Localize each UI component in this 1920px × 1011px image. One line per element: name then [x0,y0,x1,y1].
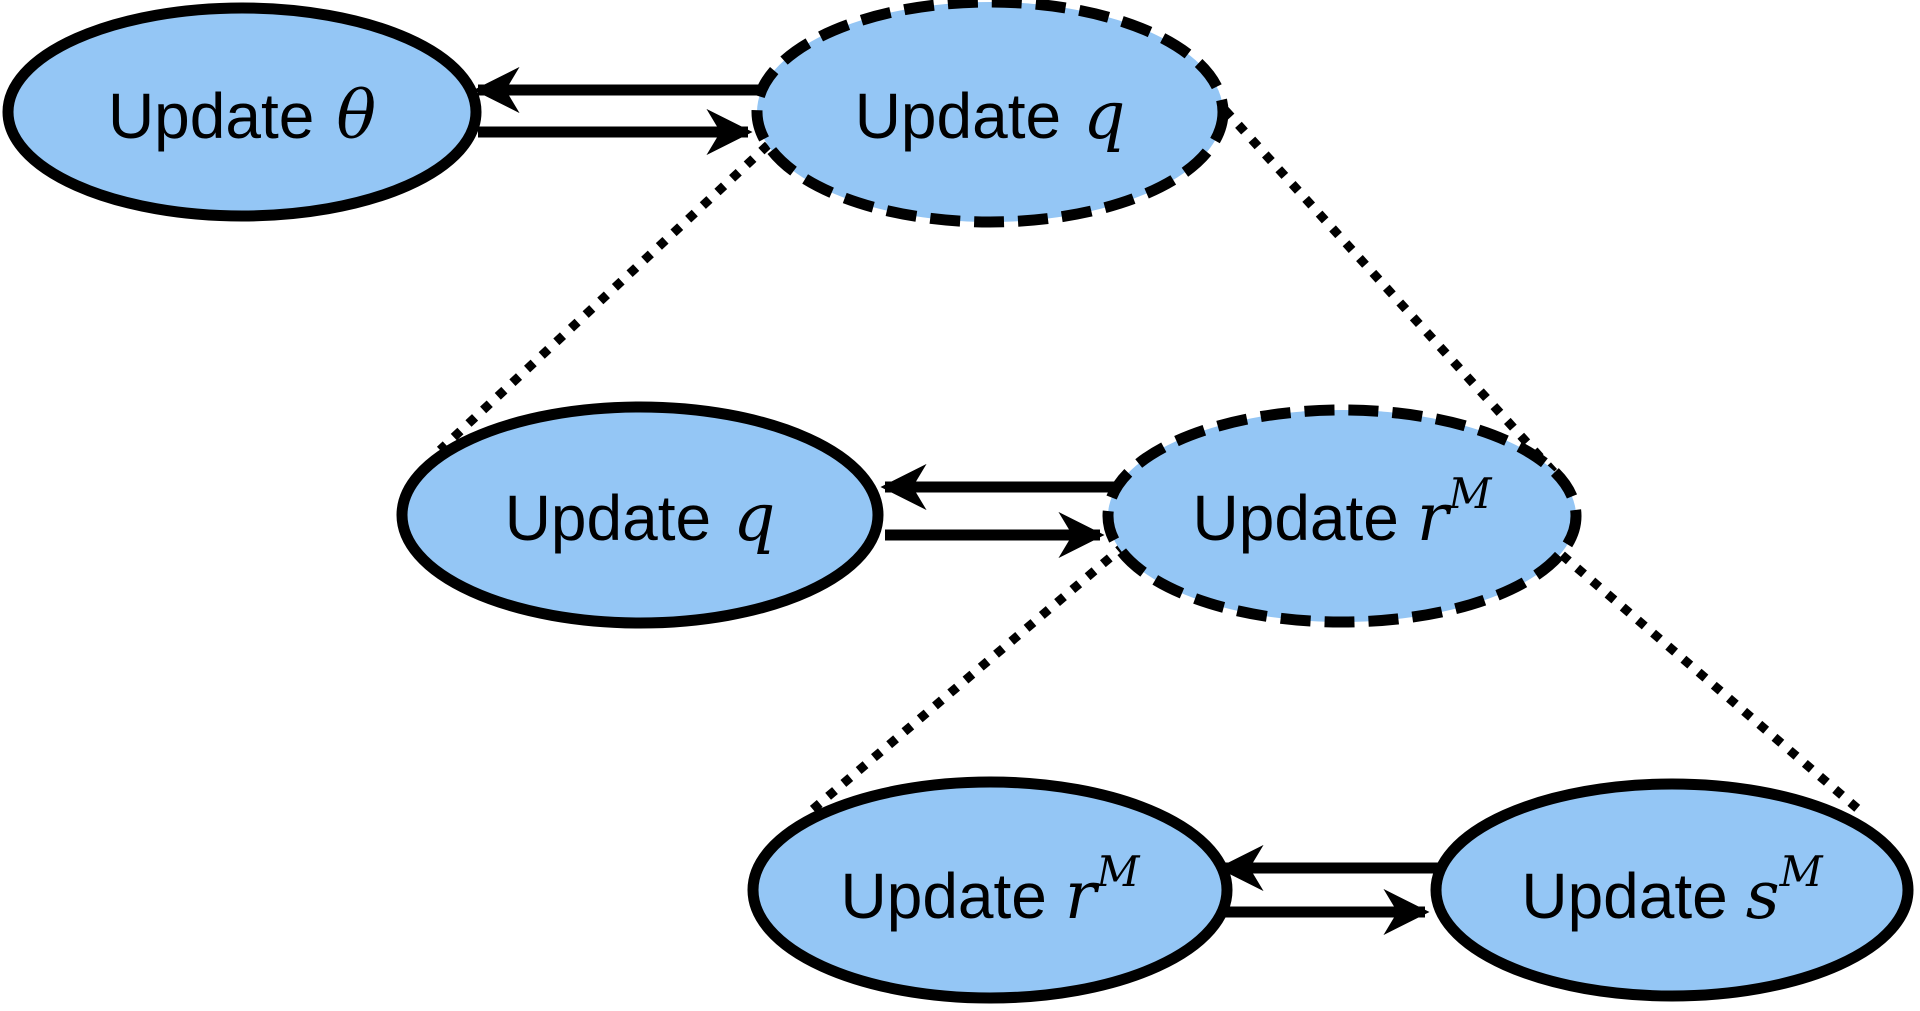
node-label-variable: r [1417,479,1452,556]
node-label-variable: q [733,479,775,556]
node-ellipse [1430,778,1914,1002]
node-ellipse [1102,404,1582,628]
node-label-prefix: Update [855,80,1061,152]
node-label-superscript: M [1095,847,1140,896]
arrows-theta-q [473,66,770,156]
node-label-superscript: M [1447,469,1492,518]
arrows-q-r [880,463,1118,559]
node-label-prefix: Update [108,80,314,152]
node-ellipse [396,401,884,629]
node-ellipse [751,0,1229,228]
node-ellipse [747,776,1233,1004]
node-label-variable: s [1746,857,1780,934]
node-label-prefix: Update [505,482,711,554]
expansion-line-r-left [809,541,1128,814]
node-label-superscript: M [1779,847,1824,896]
expansion-line-q-right [1221,106,1574,494]
node-ellipse [2,2,482,222]
node-label-prefix: Update [1521,860,1727,932]
node-label-variable: θ [336,77,376,154]
arrows-r-s [1217,844,1440,936]
expansion-line-q-left [436,141,772,454]
node-label-variable: q [1083,77,1125,154]
node-label-prefix: Update [1193,482,1399,554]
expansion-line-r-right [1559,551,1868,819]
node-label-prefix: Update [841,860,1047,932]
node-label-variable: r [1065,857,1100,934]
expansion-lines [436,106,1868,819]
